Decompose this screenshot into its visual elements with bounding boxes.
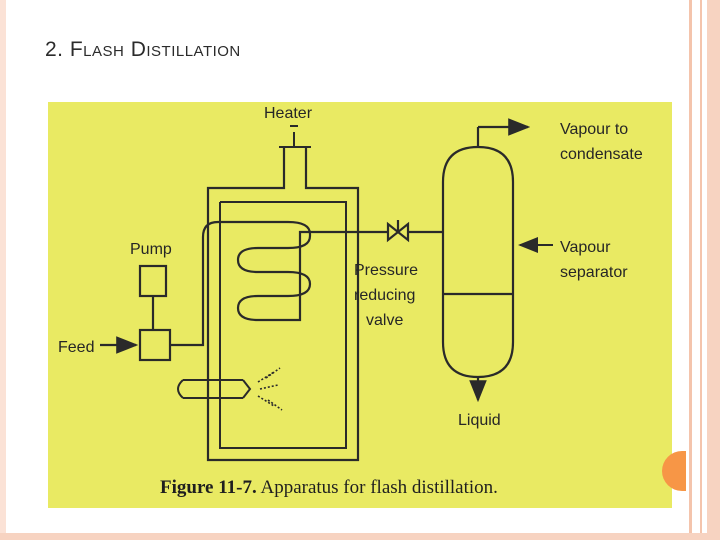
right-border-line [689, 0, 692, 540]
vapour-separator-label-line1: Vapour [560, 239, 611, 256]
vapour-separator-label-line2: separator [560, 264, 628, 281]
pump-and-feed-line [100, 264, 205, 362]
pressure-reducing-valve [386, 220, 443, 243]
feed-label: Feed [58, 339, 94, 356]
figure-caption-number: Figure 11-7. [160, 477, 257, 498]
liquid-label: Liquid [458, 412, 501, 429]
pressure-reducing-valve-label-line1: Pressure [354, 262, 418, 279]
left-border-decoration [0, 0, 6, 540]
heating-coil [201, 220, 393, 342]
pressure-reducing-valve-label-line3: valve [366, 312, 403, 329]
heater-chimney [206, 125, 360, 462]
vapour-to-condensate-label-line2: condensate [560, 146, 643, 163]
flash-distillation-figure: Heater Pump Feed Vapour to condensate Va… [48, 102, 672, 508]
pressure-reducing-valve-label-line2: reducing [354, 287, 415, 304]
right-border-line [700, 0, 702, 540]
vapour-separator-vessel [441, 127, 515, 384]
bottom-border-band [0, 533, 720, 540]
heater-inner-wall [219, 201, 347, 449]
figure-caption-text: Apparatus for flash distillation. [257, 477, 498, 498]
vapour-to-condensate-label-line1: Vapour to [560, 121, 628, 138]
pump-label: Pump [130, 241, 172, 258]
burner [177, 367, 283, 411]
figure-caption: Figure 11-7. Apparatus for flash distill… [160, 477, 498, 498]
apparatus-diagram: Heater Pump Feed Vapour to condensate Va… [58, 105, 643, 498]
slide-title: 2. Flash Distillation [45, 38, 241, 61]
heater-label: Heater [264, 105, 313, 122]
right-border-band [707, 0, 720, 540]
